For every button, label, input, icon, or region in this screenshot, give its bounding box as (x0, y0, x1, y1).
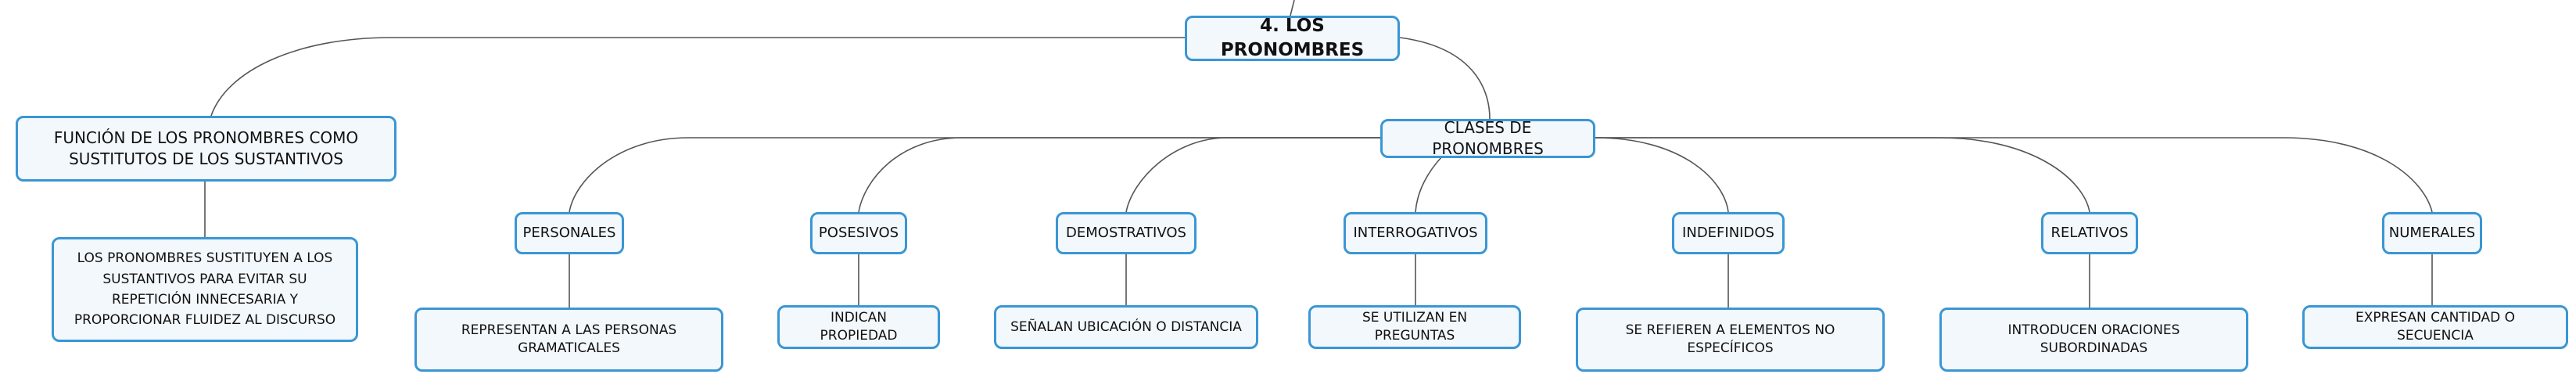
description-interrogativos-node[interactable]: SE UTILIZAN EN PREGUNTAS (1308, 305, 1521, 349)
connector-classes-posesivos (858, 137, 1380, 213)
category-label: INTERROGATIVOS (1353, 224, 1478, 241)
category-label: POSESIVOS (818, 224, 899, 241)
description-label: INTRODUCEN ORACIONES SUBORDINADAS (2007, 322, 2180, 356)
description-label: EXPRESAN CANTIDAD O SECUENCIA (2355, 310, 2515, 344)
category-label: PERSONALES (522, 224, 616, 241)
connector-classes-interrogativos (1415, 155, 1444, 213)
category-label: RELATIVOS (2050, 224, 2129, 241)
connector-classes-relativos (1595, 137, 2090, 213)
description-label: REPRESENTAN A LAS PERSONAS GRAMATICALES (461, 322, 677, 356)
category-posesivos-node[interactable]: POSESIVOS (810, 212, 907, 254)
main-topic-node[interactable]: 4. LOS PRONOMBRES (1185, 16, 1400, 61)
description-personales-node[interactable]: REPRESENTAN A LAS PERSONAS GRAMATICALES (414, 308, 723, 372)
function-description-label: LOS PRONOMBRES SUSTITUYEN A LOS SUSTANTI… (74, 250, 336, 329)
description-indefinidos-node[interactable]: SE REFIEREN A ELEMENTOS NO ESPECÍFICOS (1576, 308, 1885, 372)
category-personales-node[interactable]: PERSONALES (515, 212, 624, 254)
description-label: SE REFIEREN A ELEMENTOS NO ESPECÍFICOS (1625, 322, 1835, 356)
connector-top (1290, 0, 1295, 16)
description-label: SEÑALAN UBICACIÓN O DISTANCIA (1010, 318, 1242, 335)
category-demostrativos-node[interactable]: DEMOSTRATIVOS (1056, 212, 1197, 254)
category-indefinidos-node[interactable]: INDEFINIDOS (1672, 212, 1785, 254)
connector-main-function (210, 37, 1185, 117)
function-node[interactable]: FUNCIÓN DE LOS PRONOMBRES COMO SUSTITUTO… (16, 116, 396, 182)
connector-classes-personales (569, 137, 1380, 213)
category-label: DEMOSTRATIVOS (1066, 224, 1186, 241)
description-label: INDICAN PROPIEDAD (820, 310, 898, 344)
main-topic-label: 4. LOS PRONOMBRES (1220, 15, 1365, 60)
connector-classes-numerales (1595, 137, 2433, 213)
description-relativos-node[interactable]: INTRODUCEN ORACIONES SUBORDINADAS (1939, 308, 2248, 372)
connector-classes-demostrativos (1125, 137, 1380, 213)
category-label: INDEFINIDOS (1682, 224, 1774, 241)
description-posesivos-node[interactable]: INDICAN PROPIEDAD (777, 305, 940, 349)
category-numerales-node[interactable]: NUMERALES (2382, 212, 2482, 254)
category-interrogativos-node[interactable]: INTERROGATIVOS (1344, 212, 1487, 254)
description-demostrativos-node[interactable]: SEÑALAN UBICACIÓN O DISTANCIA (994, 305, 1258, 349)
description-numerales-node[interactable]: EXPRESAN CANTIDAD O SECUENCIA (2302, 305, 2568, 349)
function-label: FUNCIÓN DE LOS PRONOMBRES COMO SUSTITUTO… (53, 128, 359, 168)
classes-label: CLASES DE PRONOMBRES (1432, 118, 1544, 158)
classes-node[interactable]: CLASES DE PRONOMBRES (1380, 118, 1595, 158)
connector-classes-indefinidos (1595, 137, 1729, 213)
function-description-node[interactable]: LOS PRONOMBRES SUSTITUYEN A LOS SUSTANTI… (52, 237, 358, 342)
description-label: SE UTILIZAN EN PREGUNTAS (1362, 310, 1468, 344)
category-label: NUMERALES (2388, 224, 2476, 241)
connector-main-classes (1399, 37, 1491, 120)
category-relativos-node[interactable]: RELATIVOS (2041, 212, 2138, 254)
